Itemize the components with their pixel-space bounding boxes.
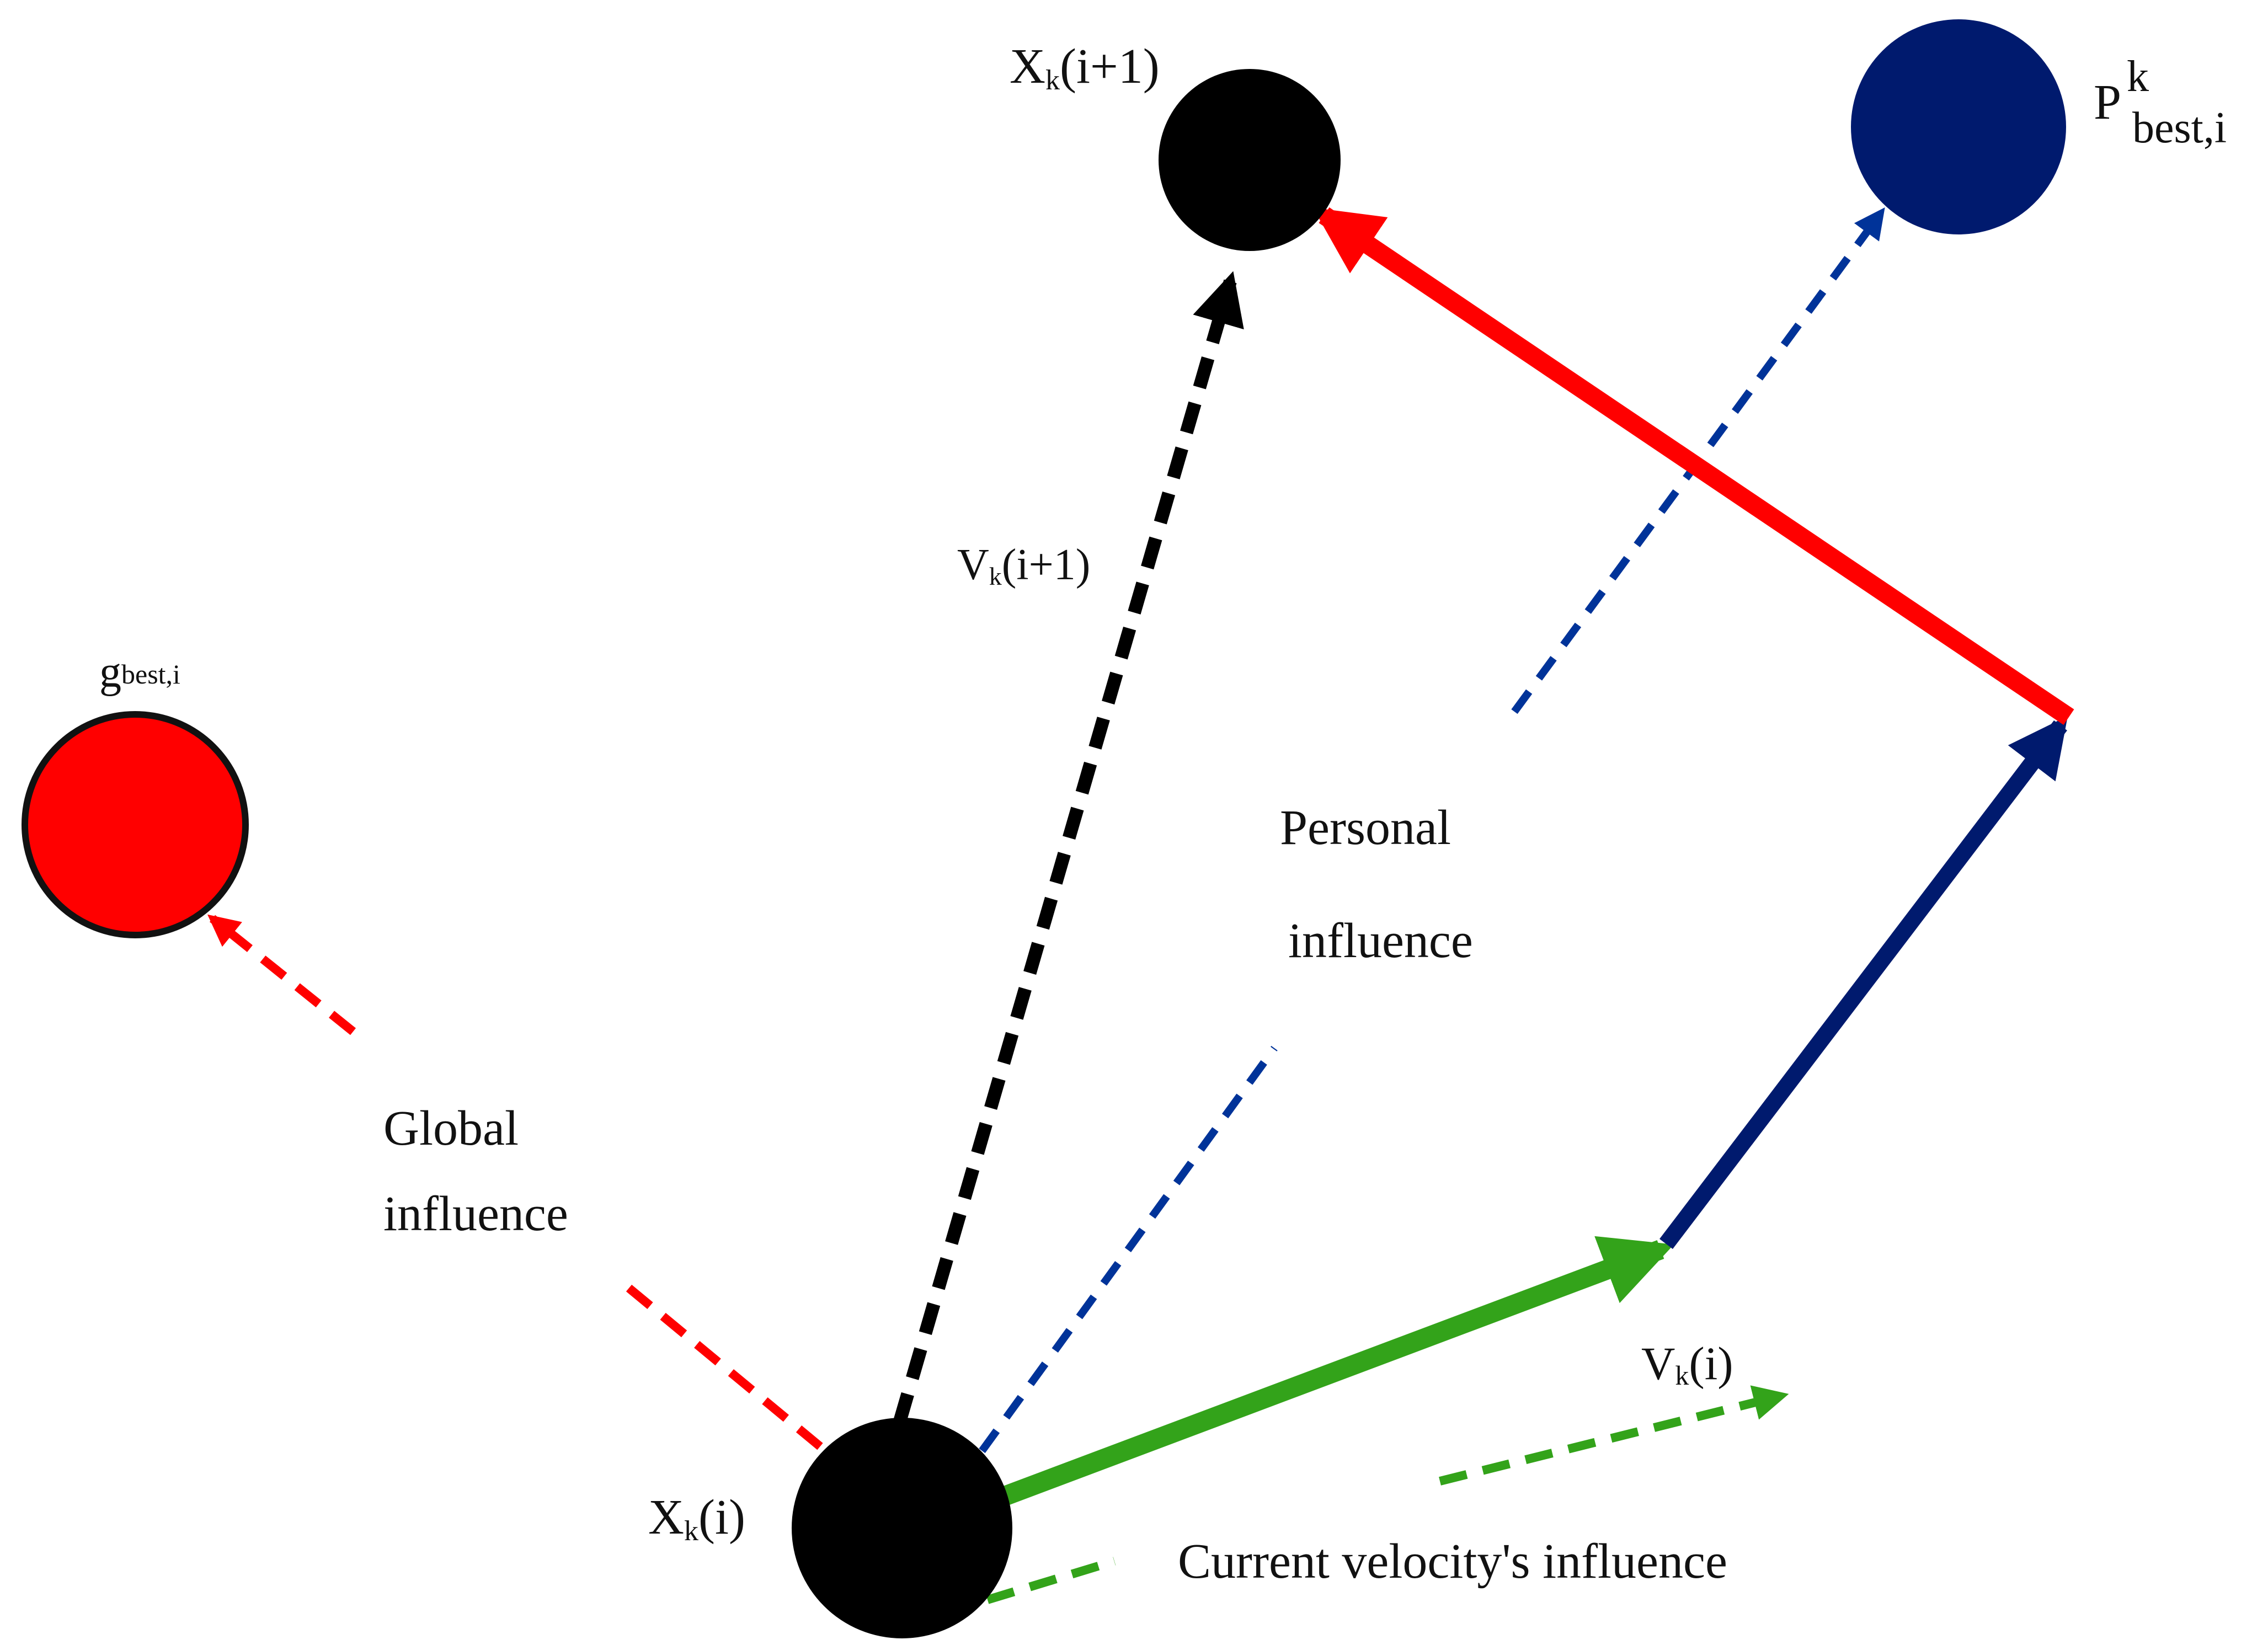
personal-component-arrow [1659,715,2068,1249]
gbest-label: gbest,i [99,648,180,697]
v-current-label-main: V [1641,1338,1675,1390]
gbest-label-sub: best,i [121,659,180,690]
velocity-next-arrow [893,271,1244,1425]
pbest-label-sup: k [2127,52,2149,101]
pbest-label-main: P [2094,75,2121,130]
x-current-label: Xk(i) [648,1490,745,1547]
current-velocity-arrow [1439,1385,1789,1486]
x-next-label: Xk(i+1) [1010,39,1160,96]
x-current-label-main: X [648,1490,684,1545]
v-current-label: Vk(i) [1641,1338,1733,1391]
personal-influence-label-line2: influence [1288,914,1473,968]
v-current-label-suffix: (i) [1689,1338,1733,1390]
x-next-label-suffix: (i+1) [1060,39,1160,94]
x-next-node [1159,69,1341,251]
inertia-component-arrow [989,1236,1674,1510]
current-velocity-tail [986,1557,1116,1604]
v-current-label-sub: k [1675,1360,1689,1391]
global-influence-tail [626,1284,825,1452]
pbest-label-sub: best,i [2132,104,2227,152]
personal-influence-tail [979,1045,1278,1454]
v-next-label: Vk(i+1) [957,541,1090,590]
v-next-label-suffix: (i+1) [1002,541,1091,589]
v-next-label-main: V [957,541,989,589]
pbest-node [1851,19,2066,234]
global-influence-label-line1: Global [383,1101,519,1156]
x-current-node [792,1418,1012,1638]
x-next-label-main: X [1010,39,1045,94]
gbest-node [22,711,249,938]
global-component-arrow [1312,207,2074,725]
x-current-label-sub: k [684,1515,698,1547]
global-influence-arrow [207,914,356,1035]
x-next-label-sub: k [1045,65,1060,96]
gbest-label-main: g [99,648,121,697]
personal-influence-label-line1: Personal [1280,800,1451,855]
global-influence-label-line2: influence [383,1187,568,1241]
v-next-label-sub: k [989,562,1002,590]
current-velocity-label: Current velocity's influence [1178,1534,1727,1589]
x-current-label-suffix: (i) [698,1490,745,1545]
